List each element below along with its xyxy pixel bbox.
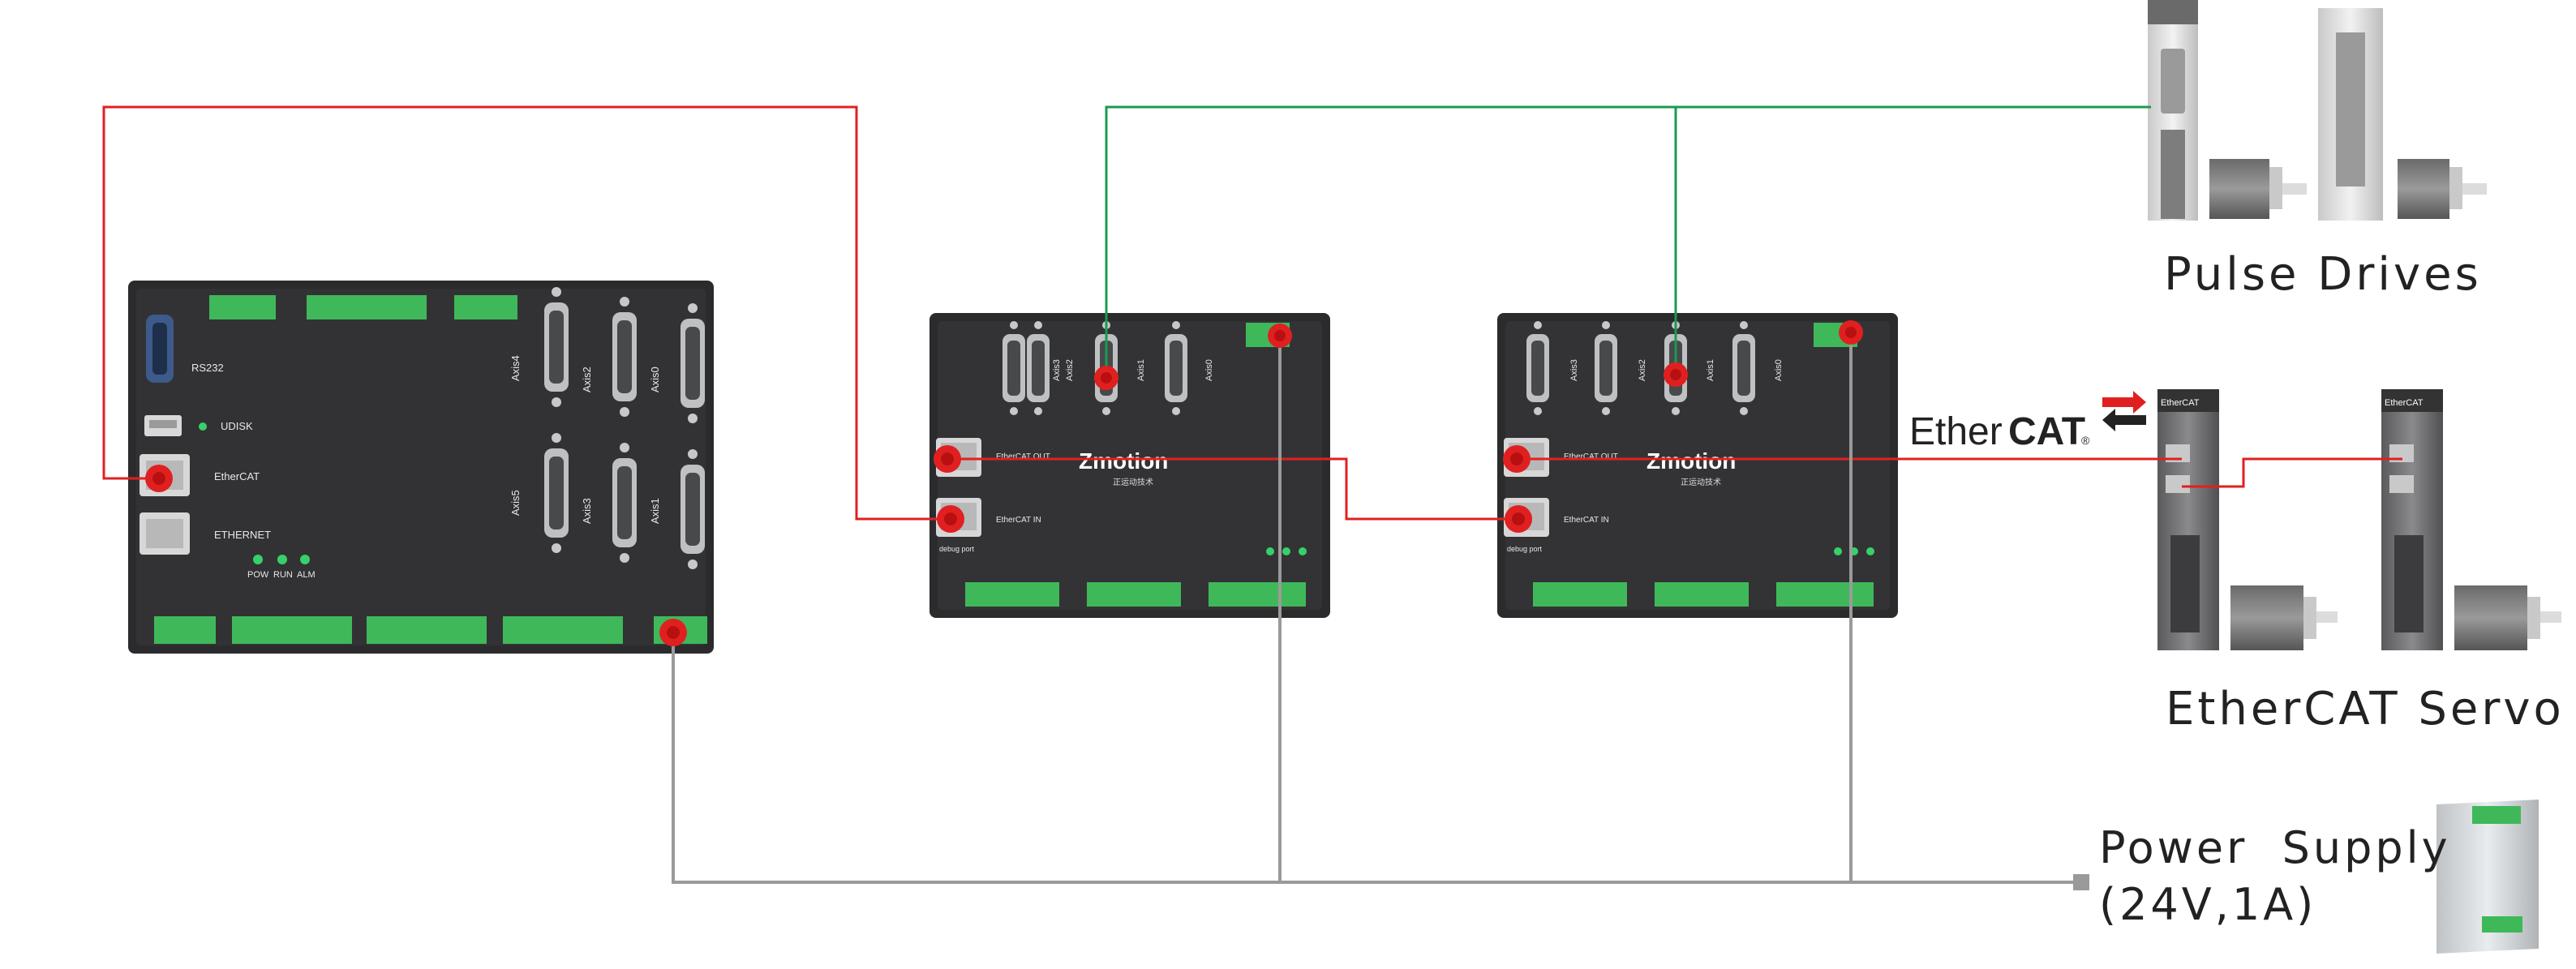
ethercat-arrow-right-icon	[2102, 391, 2146, 414]
ethernet-port[interactable]	[140, 512, 190, 555]
ethernet-label: ETHERNET	[214, 529, 271, 541]
m1-debug-label: debug port	[939, 545, 975, 553]
m2-axis2-label: Axis2	[1638, 359, 1647, 381]
m1-axis1-label: Axis1	[1136, 359, 1146, 381]
power-supply-spec: (24V,1A)	[2099, 879, 2317, 930]
ethercat-logo-cat: CAT	[2008, 410, 2085, 453]
axis3-label: Axis3	[581, 498, 593, 524]
m2-axis0-label: Axis0	[1774, 359, 1784, 381]
servo-motor-ethercat-1	[2230, 585, 2338, 650]
m2-debug-label: debug port	[1507, 545, 1543, 553]
main-controller: RS232 UDISK EtherCAT ETHERNET POW	[128, 281, 714, 654]
m2-axis3-label: Axis3	[1569, 359, 1579, 381]
m1-axis3-label: Axis3	[1052, 359, 1062, 381]
led-pow-label: POW	[247, 570, 269, 580]
pulse-drives-label: Pulse Drives	[2164, 248, 2482, 301]
udisk-label: UDISK	[221, 420, 253, 432]
connection-markers	[145, 320, 1863, 646]
m1-terminal-blocks	[965, 582, 1306, 607]
ethercat-arrow-left-icon	[2102, 409, 2146, 431]
m1-ethercat-out-label: EtherCAT OUT	[996, 452, 1050, 461]
power-supply-label: Power Supply	[2099, 822, 2451, 873]
terminal-block-top	[209, 295, 517, 319]
axis2-label: Axis2	[581, 367, 593, 392]
m2-brand-sub: 正运动技术	[1681, 477, 1721, 487]
axis0-label: Axis0	[649, 367, 661, 392]
ethercat-servo-drive-2: EtherCAT	[2381, 389, 2443, 650]
expansion-module-2: Axis3 Axis2 Axis1 Axis0 EtherCAT OUT Eth…	[1497, 313, 1898, 618]
ethercat-logo: Ether CAT ®	[1909, 391, 2146, 453]
m2-ethercat-in-label: EtherCAT IN	[1564, 516, 1609, 525]
svg-text:EtherCAT: EtherCAT	[2385, 398, 2424, 408]
m1-axis2-label: Axis2	[1065, 359, 1075, 381]
pulse-drive-1	[2148, 0, 2198, 221]
ethercat-logo-reg: ®	[2081, 434, 2090, 447]
udisk-port[interactable]	[144, 415, 182, 436]
power-wire-terminal	[2073, 874, 2089, 890]
servo-motor-ethercat-2	[2454, 585, 2561, 650]
pulse-wiring	[1105, 105, 2151, 381]
power-wiring	[672, 334, 2080, 884]
svg-text:EtherCAT: EtherCAT	[2161, 398, 2200, 408]
m1-brand: Zmotion	[1079, 448, 1168, 474]
power-supply-unit	[2436, 800, 2539, 954]
axis1-label: Axis1	[649, 498, 661, 524]
m2-ethercat-out-label: EtherCAT OUT	[1564, 452, 1618, 461]
m2-brand: Zmotion	[1646, 448, 1736, 474]
axis5-label: Axis5	[509, 490, 522, 516]
m2-axis1-label: Axis1	[1706, 359, 1715, 381]
expansion-module-1: Axis3 Axis2 Axis1 Axis0 EtherCAT OUT Eth…	[930, 313, 1330, 618]
ethercat-servo-label: EtherCAT Servo	[2166, 683, 2565, 735]
pulse-drive-2	[2318, 8, 2383, 221]
led-run-label: RUN	[273, 570, 293, 580]
ethercat-servo-drive-1: EtherCAT	[2157, 389, 2219, 650]
servo-motor-pulse-1	[2209, 159, 2307, 219]
led-alm-label: ALM	[297, 570, 316, 580]
ethercat-label-controller: EtherCAT	[214, 470, 260, 482]
rs232-port[interactable]	[146, 315, 174, 383]
rs232-label: RS232	[191, 362, 224, 374]
servo-motor-pulse-2	[2398, 159, 2487, 219]
m1-axis0-label: Axis0	[1204, 359, 1214, 381]
m1-brand-sub: 正运动技术	[1113, 477, 1153, 487]
ethercat-logo-ether: Ether	[1909, 410, 2003, 453]
m1-ethercat-in-label: EtherCAT IN	[996, 516, 1041, 525]
m2-terminal-blocks	[1533, 582, 1874, 607]
axis4-label: Axis4	[509, 355, 522, 381]
